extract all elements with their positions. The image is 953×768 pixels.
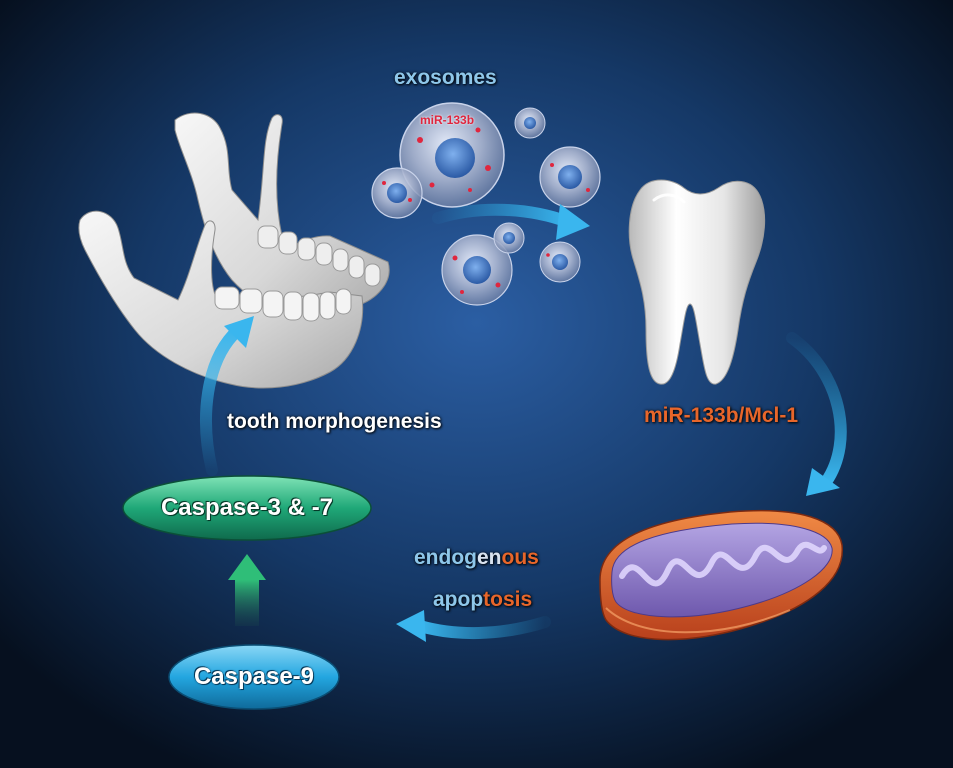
endogenous-label: endogenous <box>414 546 539 570</box>
arrow-tooth-to-mitochondrion <box>786 332 847 496</box>
apoptosis-part-1: apop <box>433 588 484 611</box>
exosome-cluster <box>371 102 601 306</box>
mandible-icon <box>78 112 390 389</box>
tooth-icon <box>628 179 766 385</box>
mir133b-exosome-label: miR-133b <box>420 113 475 127</box>
caspase9-pill-shape <box>168 644 340 710</box>
exosome-icon <box>399 102 505 208</box>
exosomes-label: exosomes <box>394 66 497 89</box>
exosome-icon <box>371 167 423 219</box>
apoptosis-part-2: tosis <box>483 588 533 611</box>
exosome-icon <box>493 222 525 254</box>
apoptosis-label: apoptosis <box>433 588 532 612</box>
arrow-caspase9-to-caspase37 <box>228 554 266 626</box>
endogenous-part-2: en <box>477 546 502 569</box>
endogenous-part-3: ous <box>501 546 539 569</box>
endogenous-part-1: endog <box>414 546 477 569</box>
arrow-exosome-to-tooth <box>432 203 590 240</box>
arrow-mitochondrion-to-caspase9 <box>396 610 551 642</box>
mir133b-mcl1-label: miR-133b/Mcl-1 <box>644 404 799 427</box>
caspase37-pill-shape <box>122 475 372 541</box>
arrow-caspase37-to-mandible <box>200 316 254 476</box>
caspase9-label: Caspase-9 <box>193 663 315 690</box>
exosome-icon <box>539 241 581 283</box>
caspase37-label: Caspase-3 & -7 <box>160 494 334 521</box>
exosome-icon <box>539 146 601 208</box>
exosome-icon <box>514 107 546 139</box>
exosome-icon <box>441 234 513 306</box>
tooth-morphogenesis-label: tooth morphogenesis <box>227 410 442 433</box>
mitochondrion-icon <box>599 509 843 641</box>
